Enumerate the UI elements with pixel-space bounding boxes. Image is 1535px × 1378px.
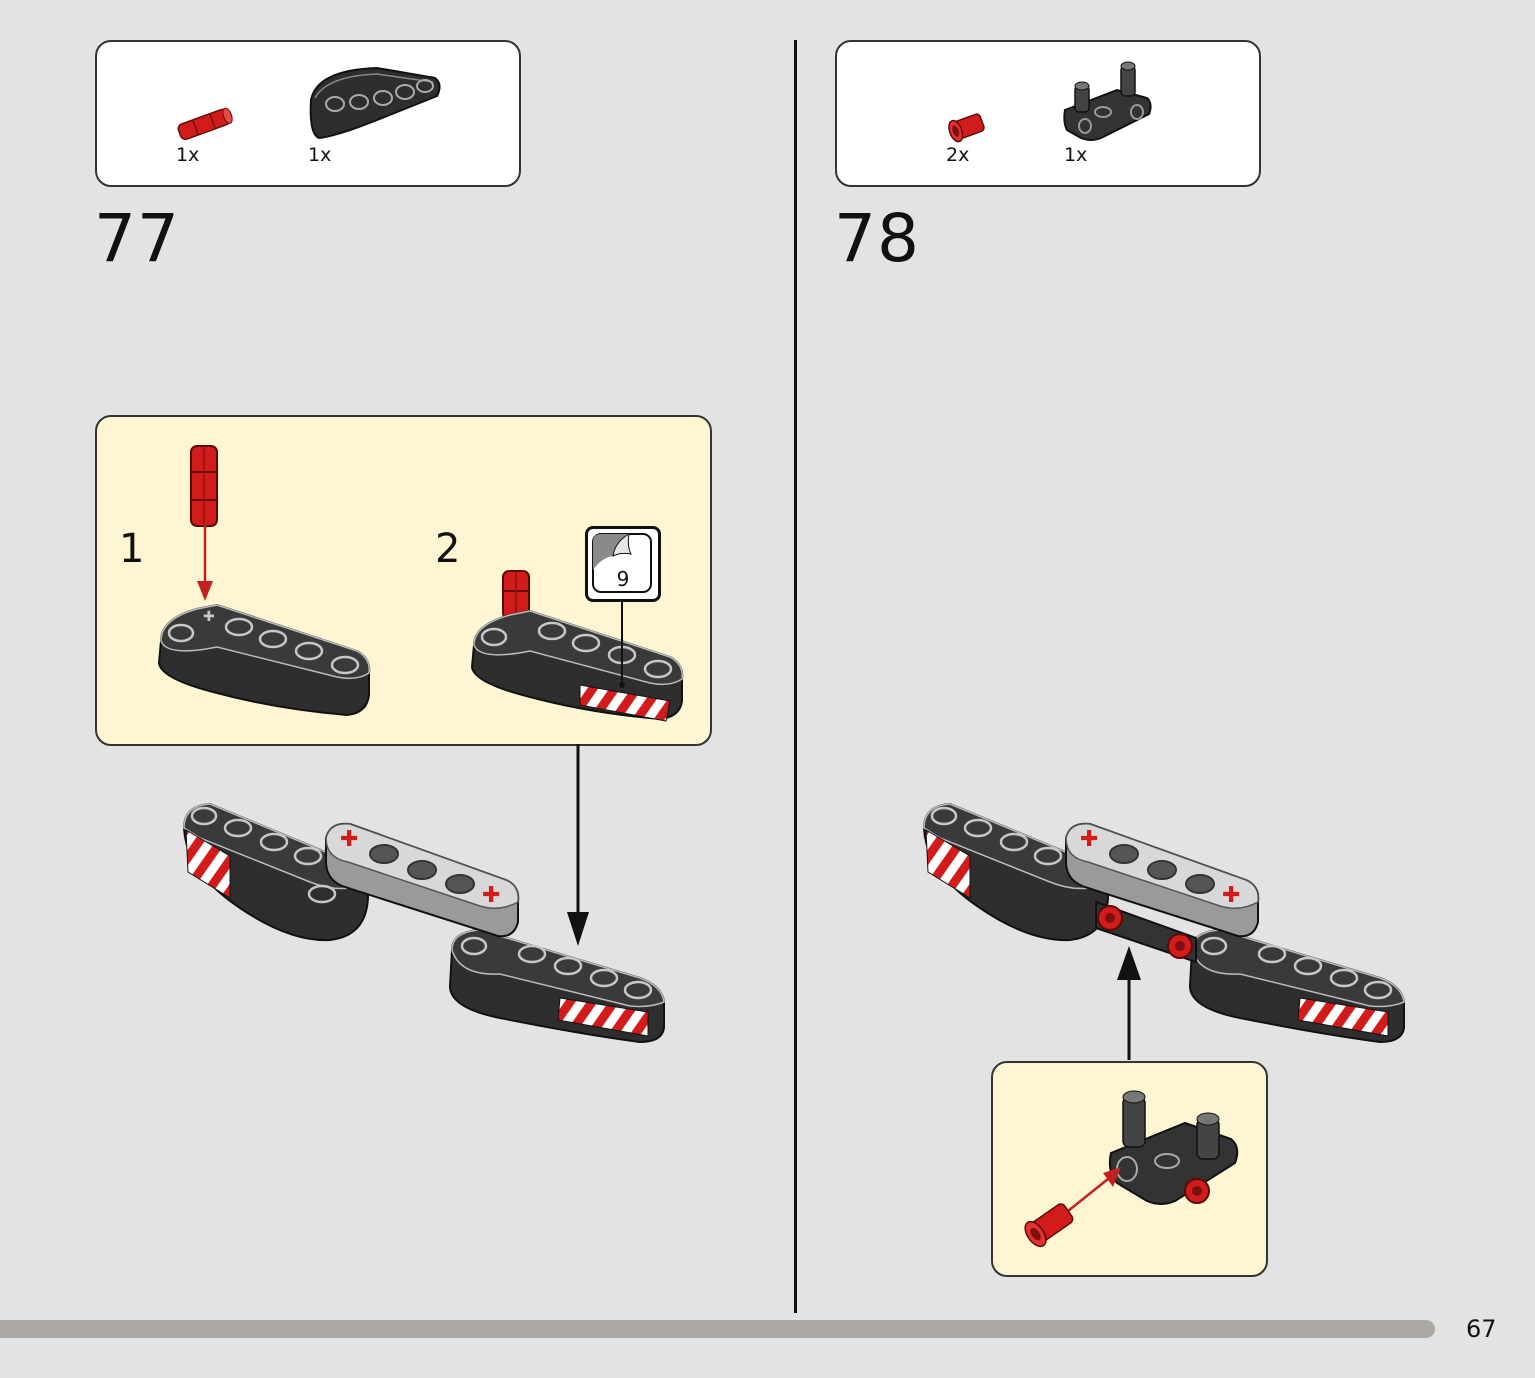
insert-arrow-icon xyxy=(1062,1167,1121,1216)
placement-arrow-icon xyxy=(1117,946,1141,1060)
substep-number: 2 xyxy=(435,526,461,572)
part-quantity: 2x xyxy=(946,144,970,166)
part-quantity: 1x xyxy=(1064,144,1088,166)
part-quantity: 1x xyxy=(308,144,332,166)
sticker-line-icon xyxy=(619,597,625,688)
parts-list-step-78: 2x 1x xyxy=(835,40,1261,187)
svg-text:✚: ✚ xyxy=(340,827,358,852)
sticker-badge: 9 xyxy=(585,526,661,602)
red-short-pin-icon xyxy=(948,113,985,143)
substep-callout-step-78 xyxy=(991,1061,1268,1277)
part-quantity: 1x xyxy=(176,144,200,166)
svg-text:✚: ✚ xyxy=(482,883,500,908)
step-divider xyxy=(794,40,797,1313)
svg-text:✚: ✚ xyxy=(203,609,215,625)
progress-bar xyxy=(0,1320,1435,1338)
svg-text:✚: ✚ xyxy=(1080,827,1098,852)
assembly-step-78: ✚ ✚ xyxy=(922,802,1405,1044)
substep-number: 1 xyxy=(119,526,145,572)
sticker-icon xyxy=(592,533,652,593)
red-axle-pin-icon xyxy=(190,445,218,527)
red-axle-pin-icon xyxy=(177,107,233,141)
assembly-step-77: ✚ ✚ xyxy=(182,802,665,1044)
dark-connector-block-icon xyxy=(1108,1090,1239,1205)
red-short-pin-icon xyxy=(1024,1203,1074,1248)
step-number: 78 xyxy=(834,200,920,277)
insert-arrow-icon xyxy=(197,525,213,601)
svg-text:✚: ✚ xyxy=(1222,883,1240,908)
dark-bent-liftarm-icon xyxy=(309,66,441,140)
step-number: 77 xyxy=(94,200,180,277)
dark-bent-liftarm-with-sticker-icon xyxy=(470,609,684,722)
placement-arrow-icon xyxy=(567,744,589,946)
dark-bent-liftarm-icon: ✚ xyxy=(157,603,371,717)
substep-callout-step-77: 1 2 ✚ xyxy=(95,415,712,746)
parts-list-step-77: 1x 1x xyxy=(95,40,521,187)
page-number: 67 xyxy=(1466,1315,1497,1343)
dark-connector-block-icon xyxy=(1063,61,1152,141)
sticker-number: 9 xyxy=(616,567,630,591)
